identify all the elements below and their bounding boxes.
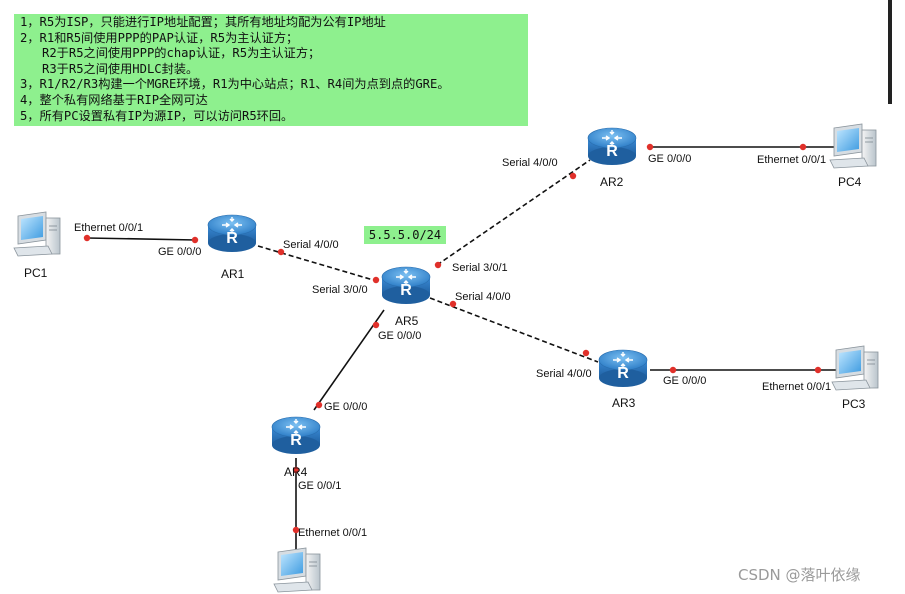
port-dot-ar3-ge (669, 366, 677, 374)
port-dot-pc5 (292, 526, 300, 534)
note-line-4: R3于R5之间使用HDLC封装。 (20, 61, 199, 76)
port-dot-ar2-ge (646, 143, 654, 151)
port-dot-ar4-ge000 (315, 401, 323, 409)
note-line-7: 5，所有PC设置私有IP为源IP，可以访问R5环回。 (20, 108, 294, 123)
note-line-3: R2于R5之间使用PPP的chap认证，R5为主认证方； (20, 46, 321, 61)
link-ar5-ar4 (313, 309, 385, 411)
label-ar5: AR5 (395, 314, 419, 328)
watermark: CSDN @落叶依缘 (738, 566, 861, 584)
port-label-ar1-s40: Serial 4/0/0 (283, 239, 339, 251)
port-dot-ar3-serial (582, 349, 590, 357)
note-line-5: 3，R1/R2/R3构建一个MGRE环境，R1为中心站点；R1、R4间为点到点的… (20, 77, 450, 92)
link-ar5-ar2-serial (436, 159, 591, 266)
port-label-ar5-ge: GE 0/0/0 (378, 330, 421, 342)
port-label-pc1-eth: Ethernet 0/0/1 (74, 222, 143, 234)
label-pc1: PC1 (24, 266, 48, 280)
port-label-ar5-s40: Serial 4/0/0 (455, 291, 511, 303)
label-ar3: AR3 (612, 396, 636, 410)
port-dot-ar5-s30 (372, 276, 380, 284)
port-label-ar2-ge: GE 0/0/0 (648, 153, 691, 165)
pc4-computer[interactable] (829, 123, 877, 169)
router-ar3[interactable] (598, 349, 648, 388)
label-ar4: AR4 (284, 465, 308, 479)
note-line-1: 1，R5为ISP，只能进行IP地址配置；其所有地址均配为公有IP地址 (20, 15, 386, 29)
port-dot-pc1 (83, 234, 91, 242)
port-label-ar2-s40: Serial 4/0/0 (502, 157, 558, 169)
subnet-label: 5.5.5.0/24 (364, 226, 446, 244)
port-dot-ar2-serial (569, 172, 577, 180)
port-label-ar4-ge001: GE 0/0/1 (298, 480, 341, 492)
router-ar1[interactable] (207, 214, 257, 253)
router-ar4[interactable] (271, 416, 321, 455)
port-label-ar4-ge000: GE 0/0/0 (324, 401, 367, 413)
port-label-ar3-ge: GE 0/0/0 (663, 375, 706, 387)
port-label-ar5-s31: Serial 3/0/1 (452, 262, 508, 274)
port-label-ar3-s40: Serial 4/0/0 (536, 368, 592, 380)
link-pc1-ar1 (86, 237, 197, 241)
port-dot-pc4 (799, 143, 807, 151)
link-ar1-ar5-serial (257, 245, 381, 283)
port-dot-ar1-serial (277, 248, 285, 256)
port-dots (83, 143, 822, 534)
port-label-pc3-eth: Ethernet 0/0/1 (762, 381, 831, 393)
pc1-computer[interactable] (13, 211, 61, 257)
port-label-pc4-eth: Ethernet 0/0/1 (757, 154, 826, 166)
label-pc4: PC4 (838, 175, 862, 189)
port-label-ar5-s30: Serial 3/0/0 (312, 284, 368, 296)
port-dot-ar5-ge (372, 321, 380, 329)
requirements-note: 1，R5为ISP，只能进行IP地址配置；其所有地址均配为公有IP地址 2，R1和… (14, 14, 528, 126)
port-dot-ar1-ge (191, 236, 199, 244)
pc3-computer[interactable] (831, 345, 879, 391)
port-label-ar1-ge: GE 0/0/0 (158, 246, 201, 258)
port-dot-ar4-ge001 (292, 466, 300, 474)
label-pc3: PC3 (842, 397, 866, 411)
port-dot-pc3 (814, 366, 822, 374)
label-ar1: AR1 (221, 267, 245, 281)
router-ar2[interactable] (587, 127, 637, 166)
link-ar5-ar3-serial (429, 297, 599, 363)
label-ar2: AR2 (600, 175, 624, 189)
pc5-computer[interactable] (273, 547, 321, 593)
port-label-pc5-eth: Ethernet 0/0/1 (298, 527, 367, 539)
router-ar5[interactable] (381, 266, 431, 305)
port-dot-ar5-s31 (434, 261, 442, 269)
window-edge-bar (888, 0, 892, 104)
note-line-2: 2，R1和R5间使用PPP的PAP认证，R5为主认证方； (20, 30, 299, 45)
port-dot-ar5-s40 (449, 300, 457, 308)
note-line-6: 4，整个私有网络基于RIP全网可达 (20, 92, 208, 107)
